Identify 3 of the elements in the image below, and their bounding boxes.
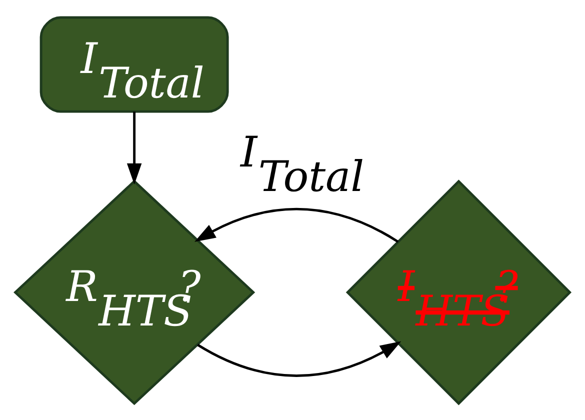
arrow xyxy=(126,111,142,184)
arrow xyxy=(194,208,399,242)
arrow xyxy=(197,340,402,376)
